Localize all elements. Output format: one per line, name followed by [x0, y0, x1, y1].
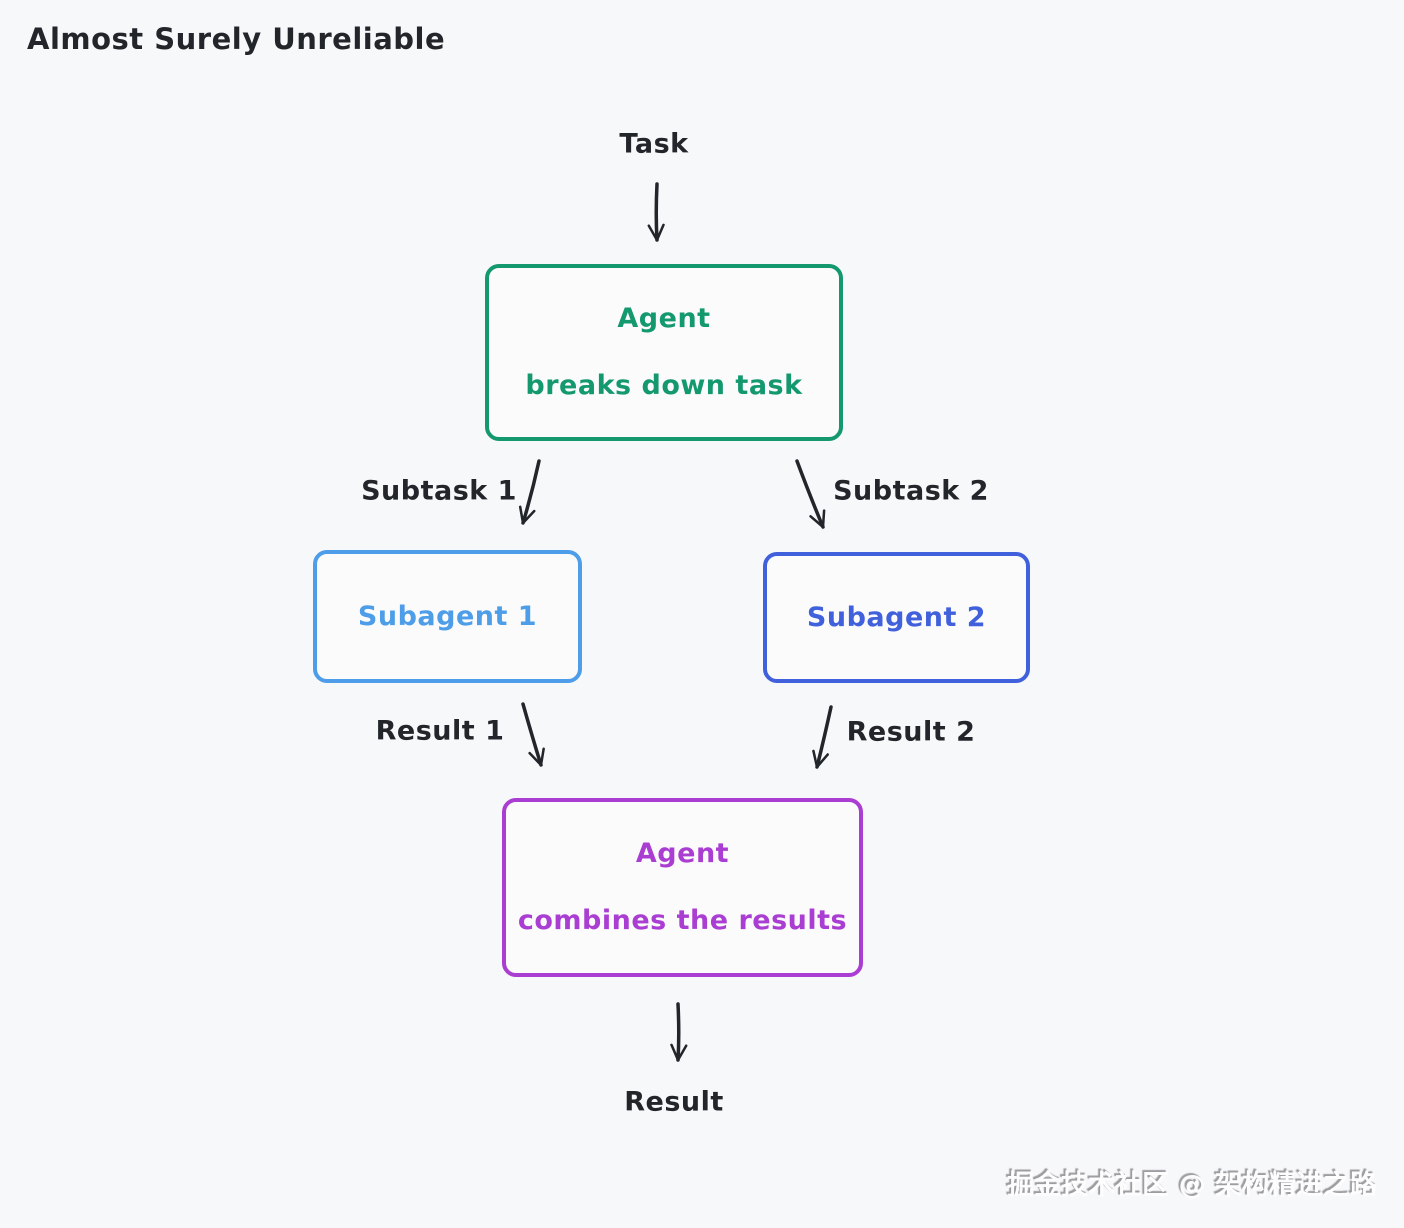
watermark: 掘金技术社区 @ 架构精进之路	[1007, 1170, 1377, 1201]
subagent1-box: Subagent 1	[313, 550, 582, 683]
arrow-combine-to-result	[670, 1002, 688, 1062]
result-label: Result	[624, 1086, 724, 1118]
result2-edge-label: Result 2	[846, 716, 976, 748]
result1-edge-label: Result 1	[375, 715, 505, 747]
arrow-subagent2-to-combine	[812, 705, 833, 769]
arrow-agent-to-subagent1	[518, 459, 541, 525]
page-title: Almost Surely Unreliable	[27, 22, 446, 56]
subagent1-label: Subagent 1	[357, 600, 538, 632]
combine-agent-box: Agent combines the results	[502, 798, 863, 977]
combine-agent-title: Agent	[635, 838, 730, 869]
subtask2-edge-label: Subtask 2	[833, 475, 989, 507]
breakdown-agent-title: Agent	[617, 303, 711, 334]
arrow-subagent1-to-combine	[521, 702, 545, 767]
breakdown-agent-box: Agent breaks down task	[485, 264, 843, 441]
task-label: Task	[619, 128, 689, 160]
arrow-agent-to-subagent2	[795, 459, 826, 529]
breakdown-agent-subtitle: breaks down task	[525, 370, 803, 401]
subtask1-edge-label: Subtask 1	[361, 475, 517, 507]
arrow-task-to-agent	[647, 182, 665, 242]
combine-agent-subtitle: combines the results	[517, 905, 848, 936]
subagent2-box: Subagent 2	[763, 552, 1030, 683]
subagent2-label: Subagent 2	[806, 601, 987, 633]
